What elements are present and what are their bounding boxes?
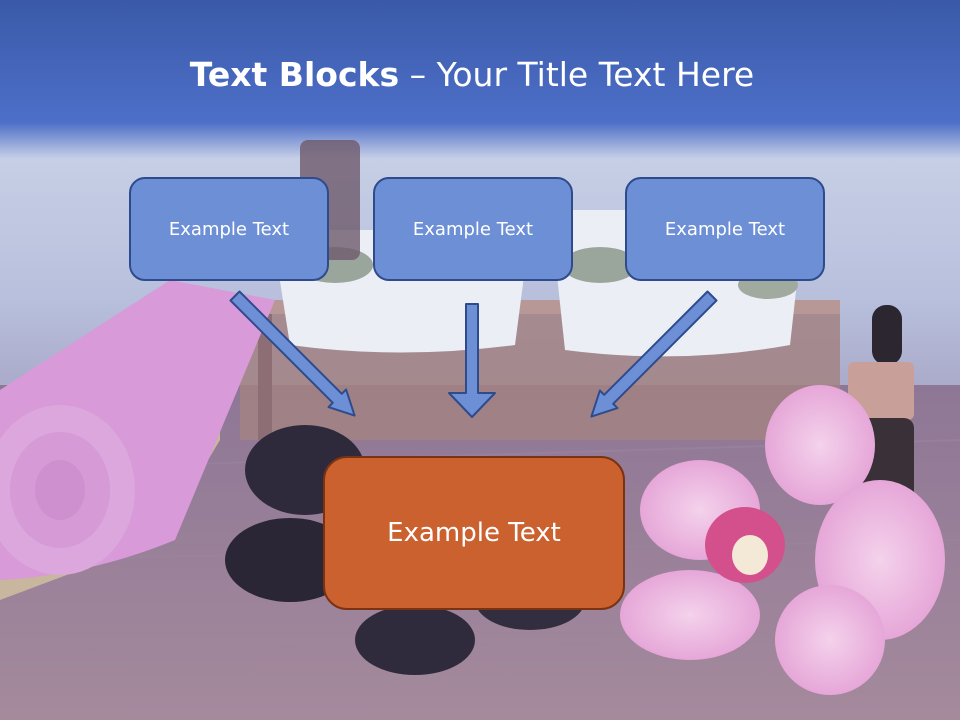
text-block-top-1[interactable]: Example Text [129, 177, 329, 281]
orchid-flower [620, 385, 945, 695]
title-separator: – [399, 55, 437, 94]
title-bold-part: Text Blocks [189, 55, 400, 94]
text-block-bottom-label: Example Text [387, 518, 561, 548]
text-block-top-1-label: Example Text [168, 218, 290, 240]
arrow-left-diagonal [229, 290, 356, 417]
title-rest-part: Your Title Text Here [436, 55, 755, 94]
arrow-center-down [448, 303, 496, 418]
text-block-top-3-label: Example Text [664, 218, 786, 240]
arrow-right-diagonal [590, 290, 718, 418]
text-block-bottom[interactable]: Example Text [323, 456, 625, 610]
text-block-top-3[interactable]: Example Text [625, 177, 825, 281]
dropper-bottle [872, 305, 902, 365]
text-block-top-2-label: Example Text [412, 218, 534, 240]
text-block-top-2[interactable]: Example Text [373, 177, 573, 281]
slide-title: Text Blocks – Your Title Text Here [0, 52, 944, 98]
